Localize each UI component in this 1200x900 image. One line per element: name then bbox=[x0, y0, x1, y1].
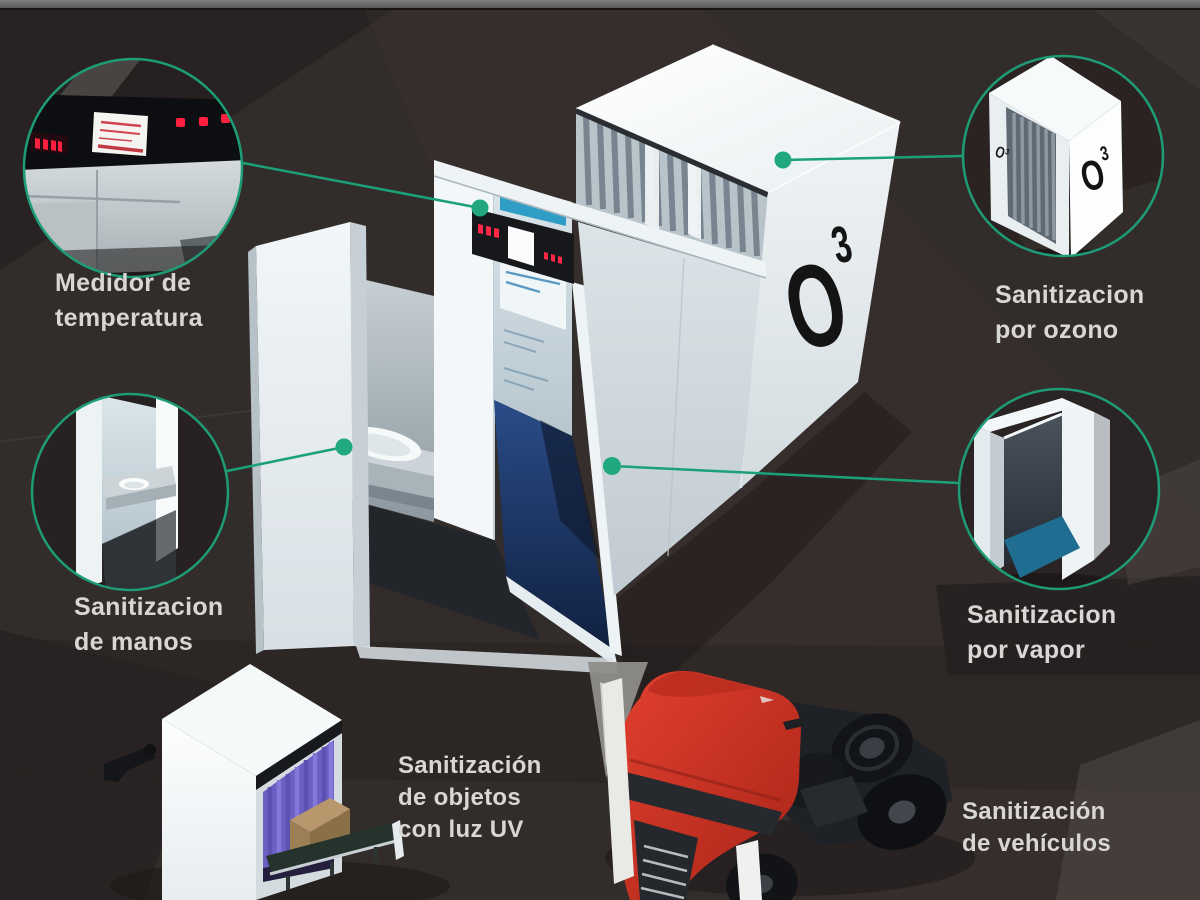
truck-illustration bbox=[588, 662, 975, 900]
open-door-panel bbox=[248, 222, 618, 674]
callout-ring bbox=[30, 392, 230, 592]
booth-ozone-face: O3 bbox=[741, 120, 901, 488]
callout-ring bbox=[22, 57, 244, 279]
mirror bbox=[783, 718, 804, 730]
callout-ring bbox=[961, 54, 1165, 258]
booth-shadow bbox=[600, 392, 912, 702]
label-vehiculos: Sanitización de vehículos bbox=[962, 798, 1111, 857]
connector-manos bbox=[225, 445, 346, 473]
connector-dots bbox=[335, 151, 792, 475]
blue-floor bbox=[494, 400, 614, 650]
robotic-arm bbox=[104, 746, 156, 782]
info-sign-band bbox=[500, 196, 566, 226]
main-booth-illustration: O3 bbox=[248, 44, 912, 702]
booth-roof bbox=[576, 45, 900, 192]
label-ozono: Sanitizacion por ozono bbox=[995, 281, 1145, 344]
grille bbox=[634, 820, 698, 900]
indicator-lights bbox=[176, 114, 230, 127]
connector-vapor bbox=[610, 464, 961, 485]
label-uv: Sanitización de objetos con luz UV bbox=[398, 752, 542, 843]
label-temperatura: Medidor de temperatura bbox=[55, 269, 203, 332]
dot-ozono bbox=[774, 151, 792, 169]
doorway bbox=[494, 282, 622, 668]
callout-ring bbox=[957, 387, 1161, 591]
windshield bbox=[622, 772, 782, 836]
connector-lines bbox=[225, 154, 965, 485]
floor-lip bbox=[506, 576, 618, 668]
uv-booth-illustration bbox=[104, 664, 450, 900]
truck-chassis bbox=[706, 700, 952, 900]
interior-curtain-slats bbox=[574, 106, 770, 264]
top-window-bar bbox=[0, 0, 1200, 10]
label-vapor: Sanitizacion por vapor bbox=[967, 601, 1117, 664]
door-jamb bbox=[572, 282, 622, 656]
mini-o3-mark-small: O³ bbox=[993, 142, 1011, 163]
dot-vapor bbox=[603, 457, 621, 475]
dot-manos bbox=[335, 438, 353, 456]
floor-edge bbox=[356, 646, 618, 674]
label-manos: Sanitizacion de manos bbox=[74, 593, 224, 656]
conveyor-belt bbox=[266, 820, 404, 890]
callout-circle-vapor bbox=[957, 387, 1161, 591]
uv-booth-roof bbox=[162, 664, 342, 776]
mini-blue-floor bbox=[1004, 516, 1080, 578]
callout-circle-manos bbox=[30, 392, 230, 592]
dot-temperatura bbox=[471, 199, 489, 217]
uv-booth-left-face bbox=[162, 719, 256, 900]
callout-circle-ozono: O3 O³ bbox=[961, 54, 1165, 258]
led-digits bbox=[478, 224, 562, 264]
sanitizing-post-right bbox=[736, 840, 762, 900]
truck-cab bbox=[614, 671, 804, 900]
header-display bbox=[508, 226, 534, 266]
top-rail bbox=[434, 160, 766, 278]
connector-temperatura bbox=[241, 161, 482, 210]
door-header bbox=[433, 160, 767, 284]
connector-ozono bbox=[781, 154, 965, 162]
sanitizing-post-left bbox=[602, 678, 634, 884]
callout-circle-temperatura bbox=[22, 57, 244, 279]
